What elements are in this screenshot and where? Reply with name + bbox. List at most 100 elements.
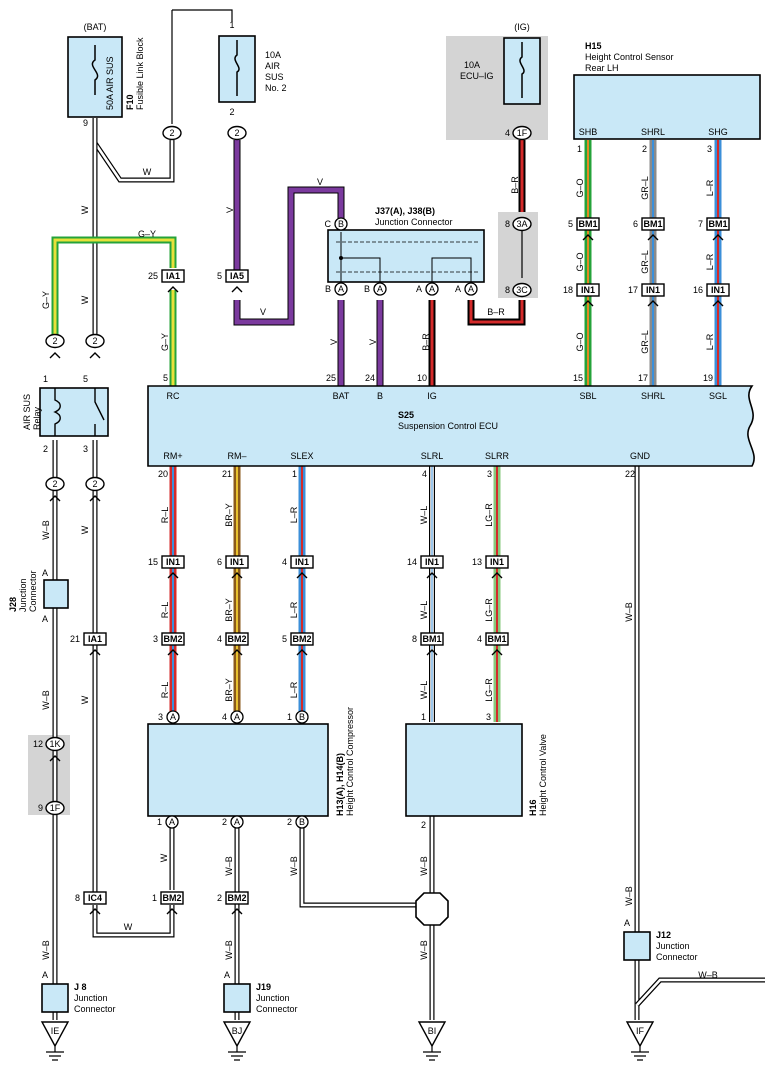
svg-text:2: 2	[229, 107, 234, 117]
pin-number: 2	[222, 817, 227, 827]
connector-2: 2	[85, 476, 105, 502]
connector-2: 2	[45, 476, 65, 502]
pin-number: 6	[217, 557, 222, 567]
f10-ref: F10	[125, 94, 135, 110]
terminal-arrow	[89, 908, 101, 915]
connector-box	[161, 269, 185, 283]
terminal-arrow	[231, 572, 243, 579]
f10-pin: 9	[83, 118, 88, 128]
relay-coil-icon	[53, 388, 61, 436]
connector-2: 2	[227, 125, 247, 141]
wire-color-label: R–L	[160, 507, 170, 524]
connector-a: AB	[325, 282, 348, 296]
pin-number: 3	[153, 634, 158, 644]
wires	[51, 9, 765, 1020]
wire-color-label: G–O	[575, 252, 585, 271]
svg-text:10A: 10A	[265, 50, 281, 60]
connector-label: B	[299, 712, 305, 722]
pin-number: B	[325, 284, 331, 294]
terminal-arrow	[167, 572, 179, 579]
wire-color-label: LG–R	[484, 503, 494, 527]
connector-box	[706, 283, 730, 297]
ecu-pin-number: 1	[292, 469, 297, 479]
wire-v-j37	[337, 300, 384, 386]
fuse-ecu-ig: (IG) 10A ECU–IG	[460, 22, 541, 105]
svg-text:Rear LH: Rear LH	[585, 63, 619, 73]
ground-label: IF	[636, 1026, 645, 1036]
wire-color-label: W–B	[698, 970, 718, 980]
wire-color-label: L–R	[289, 506, 299, 523]
wire-color-label: BR–Y	[224, 598, 234, 622]
terminal-arrow	[426, 572, 438, 579]
pin-number: 8	[505, 219, 510, 229]
svg-text:1: 1	[229, 20, 234, 30]
connector-label: BM2	[163, 634, 182, 644]
ecu-pin-number: 22	[625, 469, 635, 479]
wire-color-label: L–R	[705, 253, 715, 270]
wire-color-label: W–B	[41, 690, 51, 710]
pin-number: 8	[412, 634, 417, 644]
f10-fusible-link-block: (BAT) 50A AIR SUS F10 Fusible Link Block…	[67, 22, 145, 128]
pin-number: 17	[628, 285, 638, 295]
pin-number: 2	[217, 893, 222, 903]
svg-text:Junction: Junction	[256, 993, 290, 1003]
wire-color-label: W	[80, 295, 90, 304]
s25-box	[147, 385, 755, 467]
connector-a: A4	[222, 710, 244, 724]
pin-number: 5	[568, 219, 573, 229]
wire-color-label: V	[260, 307, 266, 317]
h16-height-valve: H16 Height Control Valve	[405, 723, 548, 817]
svg-text:J 8: J 8	[74, 982, 87, 992]
connector-label: A	[429, 284, 435, 294]
ground-icon	[40, 1021, 70, 1048]
h15-box	[573, 74, 761, 140]
wire-color-label: BR–Y	[224, 503, 234, 527]
svg-text:Junction Connector: Junction Connector	[375, 217, 453, 227]
ecu-pin-number: 17	[638, 373, 648, 383]
splice-point	[415, 892, 449, 926]
wire-color-label: G–O	[575, 332, 585, 351]
svg-text:Connector: Connector	[74, 1004, 116, 1014]
pin-number: 3	[486, 712, 491, 722]
wire-color-label: G–Y	[41, 291, 51, 309]
ecu-pin-label: SLEX	[290, 451, 313, 461]
ecu-pin-shrl: SHRL	[641, 391, 665, 401]
connector-label: A	[169, 817, 175, 827]
connector-label: IA1	[166, 271, 180, 281]
pin-number: 3	[158, 712, 163, 722]
ecu-pin-ig: IG	[427, 391, 437, 401]
connector-box	[161, 632, 185, 646]
ecu-pin-label: GND	[630, 451, 651, 461]
ground-icon	[625, 1021, 655, 1048]
wire-color-label: W–L	[419, 601, 429, 620]
connector-2: 2	[85, 333, 105, 359]
ecu-pin-number: 10	[417, 373, 427, 383]
pin-number: 4	[282, 557, 287, 567]
svg-text:1: 1	[577, 144, 582, 154]
wire-wb-gnd	[634, 466, 765, 1020]
terminal-arrow	[296, 572, 308, 579]
svg-text:A: A	[42, 614, 48, 624]
svg-text:Connector: Connector	[256, 1004, 298, 1014]
ecu-pin-number: 3	[487, 469, 492, 479]
svg-text:J12: J12	[656, 930, 671, 940]
svg-text:SHRL: SHRL	[641, 127, 665, 137]
ecu-pin-b: B	[377, 391, 383, 401]
connector-label: 2	[234, 128, 239, 138]
connector-a: A1	[157, 815, 179, 829]
terminal-arrow	[231, 286, 243, 293]
terminal-arrow	[89, 352, 101, 359]
connector-label: BM2	[162, 893, 181, 903]
pin-number: 9	[38, 803, 43, 813]
wire-color-label: W–B	[624, 886, 634, 906]
connector-label: A	[234, 712, 240, 722]
connector-label: IN1	[295, 557, 309, 567]
